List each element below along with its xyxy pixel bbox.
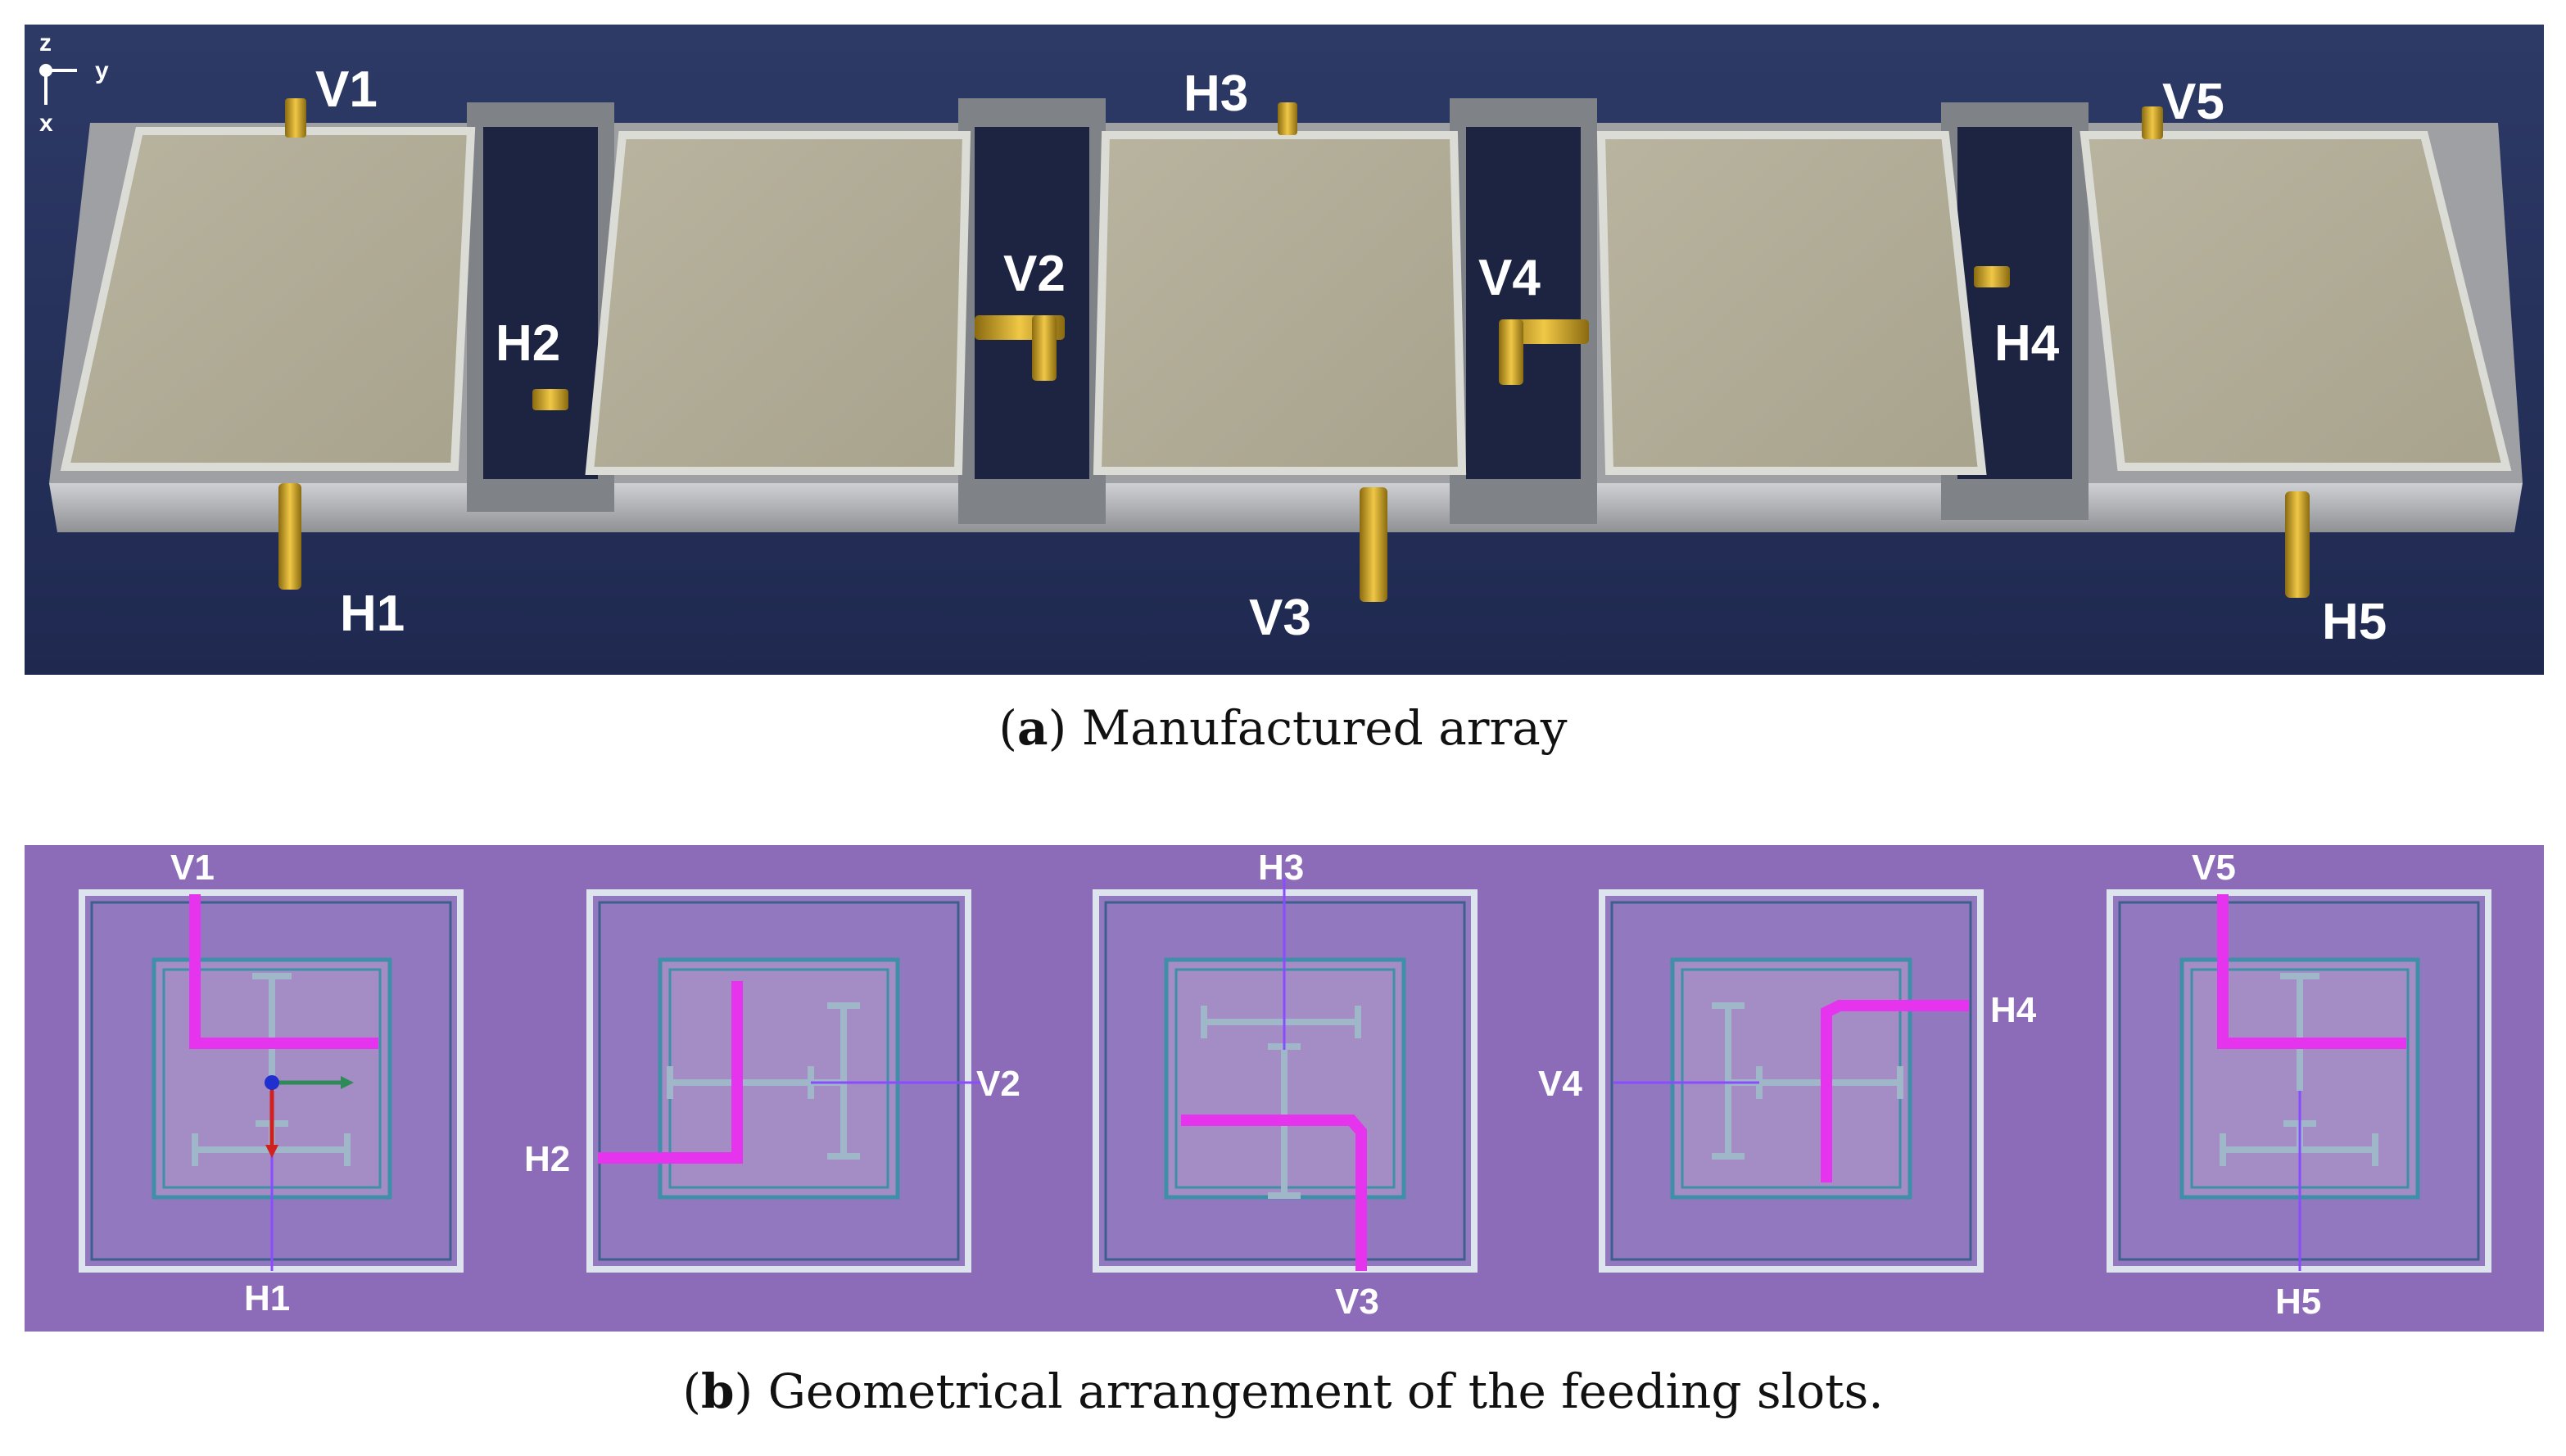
slot-element-4 <box>1599 889 1984 1273</box>
layout-label-V5: V5 <box>2192 848 2236 888</box>
layout-label-V4: V4 <box>1538 1064 1582 1104</box>
photo-label-H1: H1 <box>340 586 405 642</box>
layout-label-H1: H1 <box>244 1278 290 1318</box>
axis-indicator: z y x <box>39 29 109 137</box>
radiating-element-1 <box>60 127 476 471</box>
caption-b-letter: b <box>700 1363 735 1419</box>
sma-connector-H3 <box>1278 102 1297 135</box>
layout-label-H5: H5 <box>2275 1282 2321 1322</box>
layout-port-labels: V1 H1 H2 V2 H3 V3 V4 H4 V5 H5 <box>170 848 2321 1322</box>
photo-label-V3: V3 <box>1249 590 1311 646</box>
layout-label-V1: V1 <box>170 848 215 888</box>
layout-label-V2: V2 <box>976 1064 1021 1104</box>
sma-connector-H4 <box>1974 266 2010 287</box>
caption-b-text: Geometrical arrangement of the feeding s… <box>767 1363 1884 1419</box>
caption-a-text: Manufactured array <box>1081 700 1568 756</box>
caption-a: (a) Manufactured array <box>998 700 1568 756</box>
radiating-element-3 <box>1093 131 1467 475</box>
radiating-element-5 <box>2080 131 2512 471</box>
layout-label-H2: H2 <box>524 1139 570 1179</box>
radiating-element-2 <box>585 131 971 475</box>
layout-label-H4: H4 <box>1990 990 2037 1030</box>
sma-connector-H1 <box>278 483 301 590</box>
sma-connector-H5 <box>2285 491 2310 598</box>
slot-element-3 <box>1093 878 1478 1273</box>
photo-label-V1: V1 <box>315 61 378 118</box>
caption-b: (b) Geometrical arrangement of the feedi… <box>682 1363 1884 1419</box>
axis-z-label: z <box>39 29 52 57</box>
sma-connector-V1 <box>285 98 306 138</box>
manufactured-array-photo: z y x V1 H1 H2 V2 H3 V3 V4 H4 V5 H5 <box>25 25 2544 675</box>
layout-label-V3: V3 <box>1335 1282 1379 1322</box>
layout-label-H3: H3 <box>1258 848 1304 888</box>
photo-label-V4: V4 <box>1478 250 1541 306</box>
photo-label-V2: V2 <box>1003 246 1066 302</box>
sma-connector-V3 <box>1360 487 1387 602</box>
photo-label-V5: V5 <box>2162 74 2224 130</box>
photo-label-H5: H5 <box>2322 594 2387 650</box>
axis-y-label: y <box>95 57 109 84</box>
slot-element-2 <box>586 889 983 1273</box>
photo-label-H4: H4 <box>1994 315 2060 372</box>
photo-port-labels: V1 H1 H2 V2 H3 V3 V4 H4 V5 H5 <box>315 61 2387 650</box>
radiating-element-4 <box>1596 131 1987 475</box>
sma-connector-V2 <box>975 315 1065 381</box>
caption-a-letter: a <box>1017 700 1048 756</box>
slot-element-5 <box>2107 889 2491 1273</box>
axis-x-label: x <box>39 110 53 137</box>
sma-connector-V4 <box>1499 319 1589 385</box>
sma-connector-V5 <box>2142 106 2163 139</box>
slot-element-1 <box>79 889 464 1273</box>
sma-connector-H2 <box>532 389 568 410</box>
photo-label-H2: H2 <box>496 315 560 372</box>
photo-label-H3: H3 <box>1183 66 1248 122</box>
feeding-slots-layout: V1 H1 H2 V2 H3 V3 V4 H4 V5 H5 <box>25 845 2544 1332</box>
